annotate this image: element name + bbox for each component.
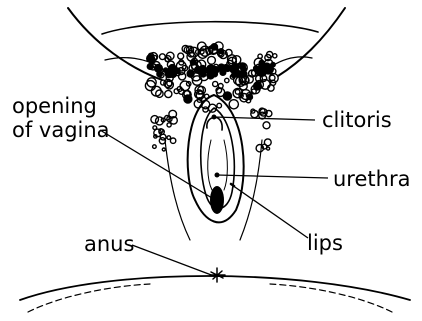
hair-curl-dark [155, 64, 163, 72]
hair-curl [161, 80, 166, 85]
hair-curl [208, 56, 216, 64]
hair-curl-side [263, 122, 270, 129]
inner-fold-right [224, 140, 227, 190]
hair-curl [147, 55, 155, 63]
hair-curl [178, 53, 184, 59]
hair-curl [179, 73, 186, 80]
hair-curl-dark [158, 72, 162, 76]
right-groin-line [272, 57, 312, 66]
leader-anus [132, 245, 214, 276]
hair-curl-dark [225, 66, 231, 72]
clitoris-label: clitoris [322, 108, 392, 132]
inner-fold [208, 140, 212, 190]
hair-curl-dark [188, 70, 194, 76]
hair-curl-dark [165, 70, 173, 78]
opening-label-line1: opening [12, 94, 110, 118]
hair-curl-side [264, 139, 271, 146]
right-buttock-dash [270, 284, 392, 312]
hair-curl-dark [175, 68, 181, 74]
hair-curl-side [151, 116, 159, 124]
buttock-curve [20, 276, 410, 300]
hair-curl [147, 64, 153, 70]
right-thigh-outline [278, 8, 345, 76]
hair-curl [235, 90, 240, 95]
lips-label: lips [307, 231, 343, 255]
hair-curl-side [267, 147, 270, 150]
hair-curl-dark [240, 64, 245, 69]
hair-curl-dark [195, 67, 202, 74]
hair-curl-side [170, 138, 175, 143]
hair-curl-dark [265, 66, 269, 70]
hair-curl [271, 62, 275, 66]
opening-of-vagina-label: opening of vagina [12, 94, 110, 142]
hair-curl-dark [254, 66, 259, 71]
hair-curl-dark [218, 64, 225, 71]
hair-curl [217, 103, 222, 108]
hair-curl-side [167, 136, 171, 140]
hair-curl-side [153, 145, 157, 149]
opening-label-line2: of vagina [12, 118, 110, 142]
hair-curl [225, 78, 229, 82]
anus-label: anus [84, 232, 134, 256]
belly-curve [102, 22, 318, 34]
hair-curl-dark [207, 65, 215, 73]
hair-curl [229, 100, 238, 109]
left-buttock-dash [28, 284, 150, 312]
hair-curl-dark [232, 64, 239, 71]
left-leg-contour [165, 140, 190, 240]
leader-opening-of-vagina [100, 130, 212, 198]
hair-curl [273, 54, 277, 58]
hair-curl-dark [200, 71, 206, 77]
hair-curl-side [162, 148, 165, 151]
hair-curl [213, 81, 218, 86]
hair-curl [156, 90, 163, 97]
hair-curl [258, 54, 262, 58]
hair-curl [165, 90, 172, 97]
urethra-label: urethra [333, 167, 410, 191]
